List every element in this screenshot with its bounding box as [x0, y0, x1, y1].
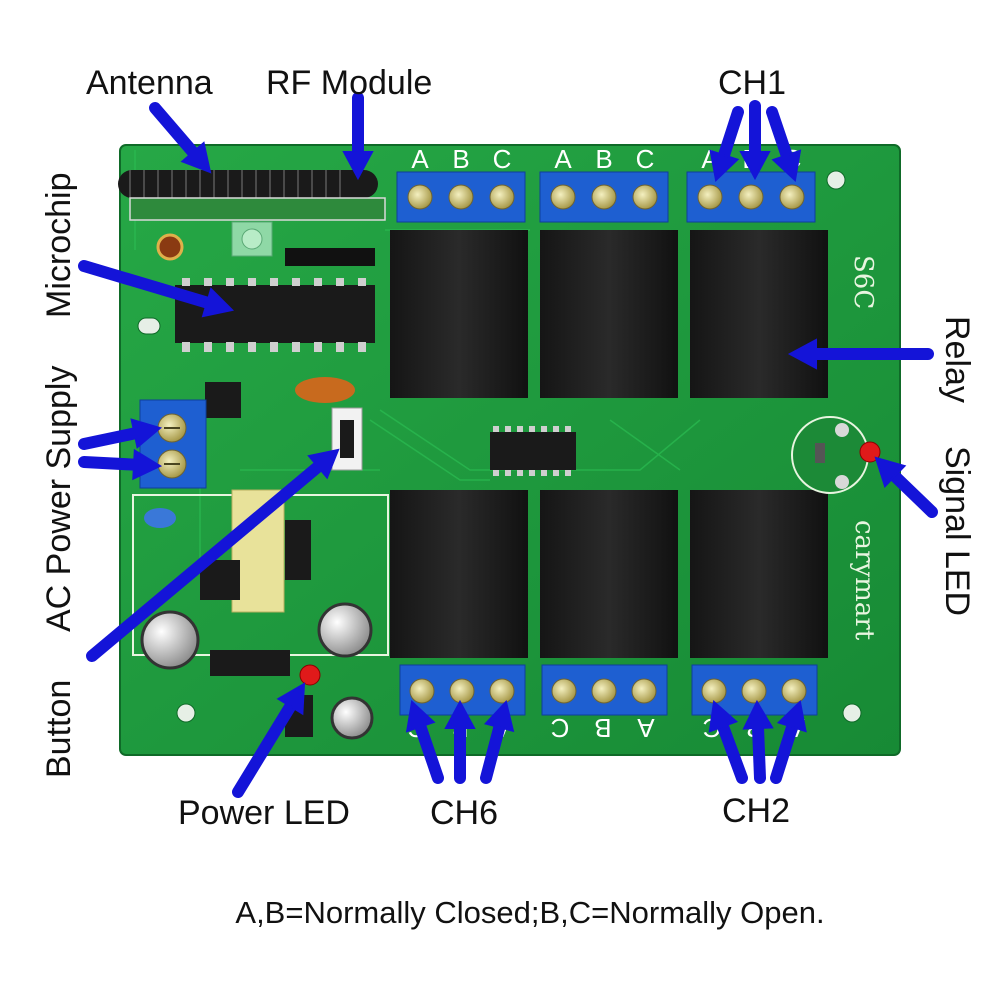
antenna-coil	[118, 170, 378, 198]
relay	[690, 490, 828, 658]
arrow-relay	[787, 338, 934, 370]
ac-power-terminal	[139, 399, 207, 489]
label-button: Button	[40, 679, 78, 778]
electrolytic-capacitor	[330, 696, 374, 740]
label-antenna: Antenna	[86, 64, 213, 102]
relay	[390, 490, 528, 658]
top-terminal-blocks	[396, 171, 816, 223]
arrow-power-led	[232, 682, 306, 798]
terminal-letter-top: C	[493, 144, 512, 174]
terminal-letter-top: A	[554, 144, 572, 174]
mount-hole	[826, 170, 846, 190]
small-ic	[205, 382, 241, 418]
label-microchip: Microchip	[40, 172, 78, 318]
mount-hole	[176, 703, 196, 723]
arrow-ch1	[709, 106, 744, 183]
label-power-led: Power LED	[178, 794, 350, 832]
terminal-letter-top: B	[452, 144, 469, 174]
board-model-silkscreen: S6C	[848, 255, 878, 309]
logic-ic	[490, 426, 576, 476]
terminal-letter-bottom: B	[594, 713, 611, 743]
terminal-letter-top: A	[411, 144, 429, 174]
mount-hole	[842, 703, 862, 723]
terminal-letter-bottom: A	[637, 713, 655, 743]
arrow-ac-power	[78, 448, 163, 481]
electrolytic-capacitor	[140, 610, 200, 670]
arrow-ch2	[770, 699, 807, 784]
signal-led-module	[791, 416, 881, 494]
mount-slot	[137, 317, 161, 335]
push-button	[331, 407, 363, 471]
rf-module-board	[129, 197, 386, 221]
rf-module-tuner	[231, 221, 273, 257]
relay	[390, 230, 528, 398]
label-relay: Relay	[938, 316, 976, 403]
arrow-microchip	[78, 260, 235, 318]
relay	[540, 490, 678, 658]
arrow-antenna	[149, 102, 212, 174]
relay	[540, 230, 678, 398]
label-ch6: CH6	[430, 794, 499, 832]
electrolytic-capacitor	[317, 602, 373, 658]
arrow-ch6	[480, 699, 515, 784]
arrow-ch2	[742, 699, 774, 784]
arrow-ch1	[739, 100, 771, 181]
arrow-ch6	[444, 699, 476, 784]
arrow-ch2	[708, 700, 748, 784]
label-signal-led: Signal LED	[938, 446, 976, 617]
rf-module-header	[285, 248, 375, 266]
arrow-button	[86, 448, 340, 662]
relays	[390, 230, 828, 658]
terminal-letter-bottom: C	[551, 713, 570, 743]
board-brand-silkscreen: carymart	[849, 520, 879, 641]
label-ac-power-supply: AC Power Supply	[40, 365, 78, 632]
callout-arrows	[78, 92, 938, 798]
terminal-letter-top: B	[595, 144, 612, 174]
power-led	[299, 664, 321, 686]
arrow-ch6	[405, 700, 444, 784]
label-ch2: CH2	[722, 792, 791, 830]
inductor	[156, 233, 184, 261]
arrow-signal-led	[874, 456, 938, 518]
ceramic-capacitor	[295, 377, 355, 403]
terminal-letter-top: C	[636, 144, 655, 174]
arrow-ch1	[766, 106, 802, 182]
label-rf-module: RF Module	[266, 64, 433, 102]
relay	[690, 230, 828, 398]
label-ch1: CH1	[718, 64, 787, 102]
arrow-rf-module	[342, 92, 374, 181]
footnote: A,B=Normally Closed;B,C=Normally Open.	[235, 895, 825, 930]
arrow-ac-power	[78, 418, 163, 450]
